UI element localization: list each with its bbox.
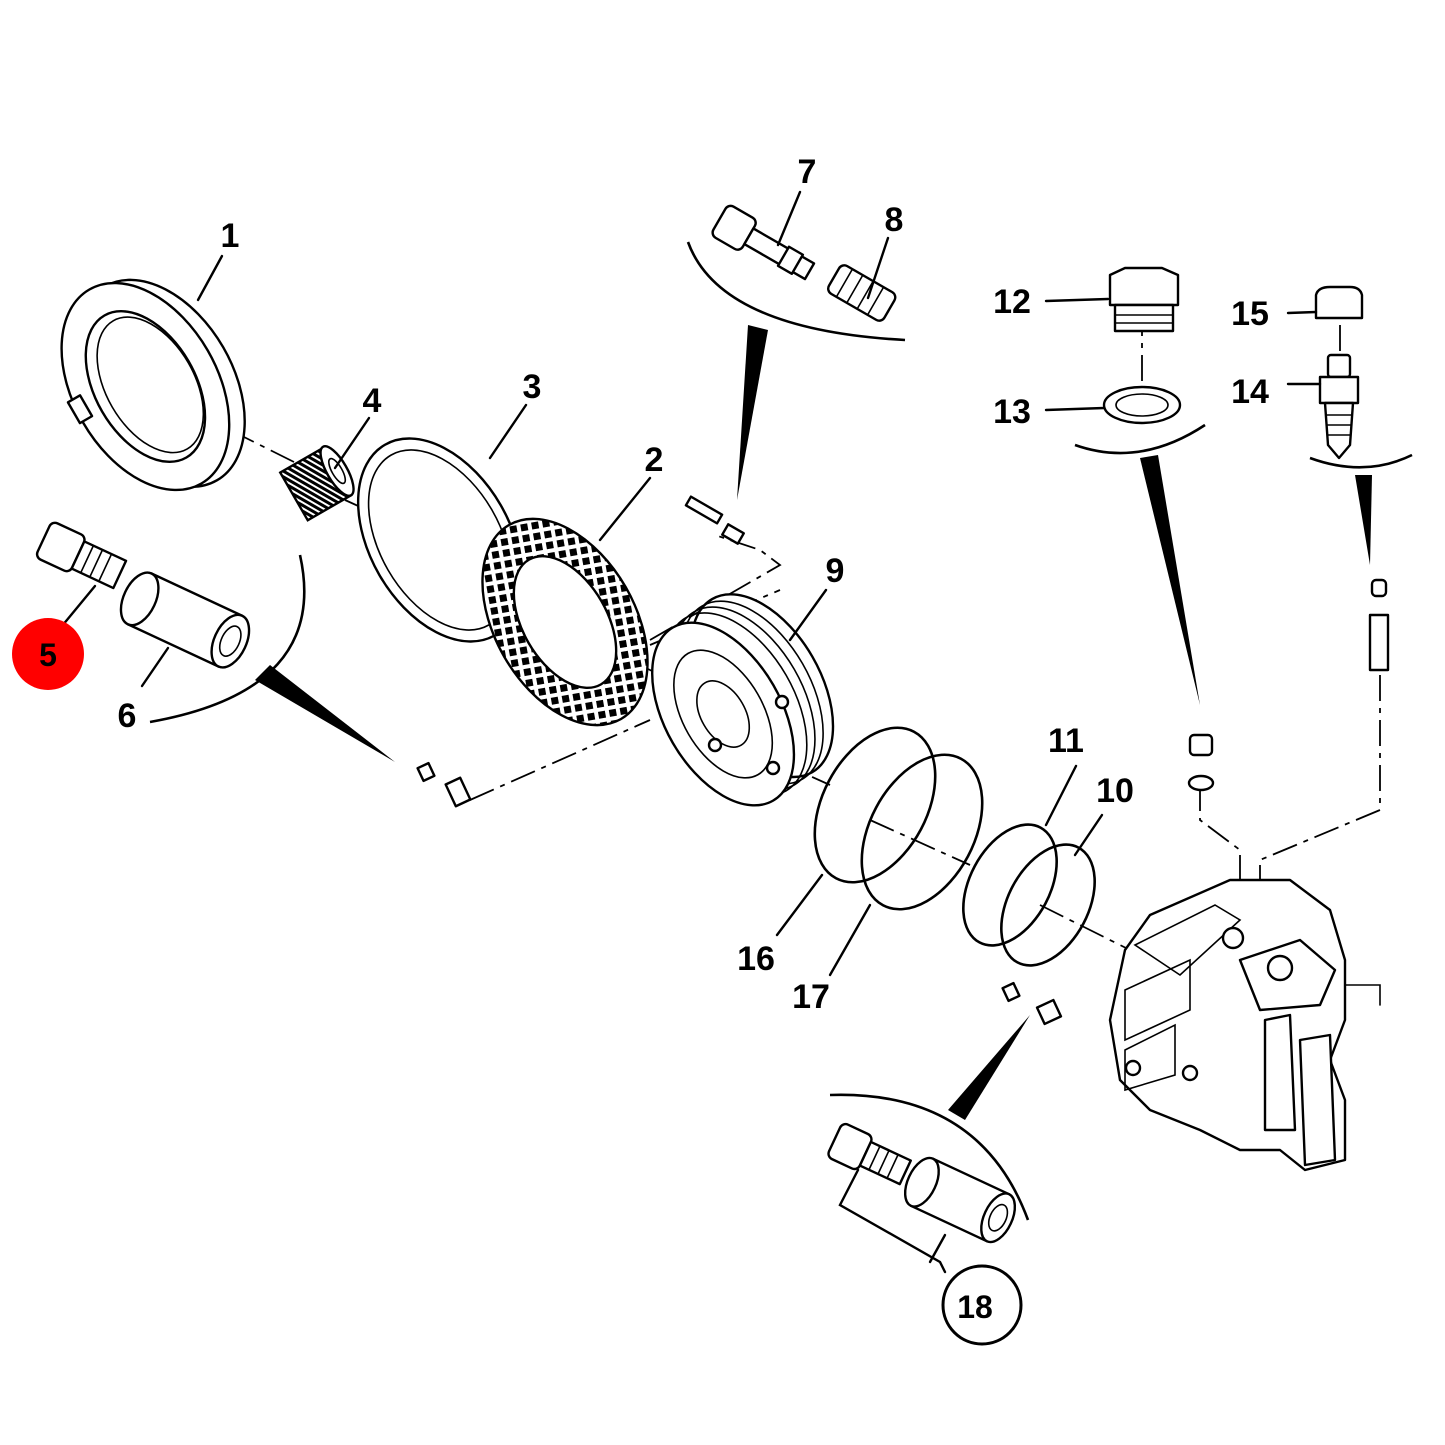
part-16-o-ring bbox=[813, 726, 937, 884]
callout-9[interactable]: 9 bbox=[826, 552, 845, 590]
callouts: 1 2 3 4 5 6 7 8 9 10 11 12 13 14 15 16 1… bbox=[12, 153, 1269, 1346]
part-17-o-ring bbox=[860, 753, 984, 911]
callout-6[interactable]: 6 bbox=[118, 697, 137, 735]
bolt-spacer-small-right bbox=[1001, 981, 1063, 1026]
small-valve-near-14 bbox=[1368, 578, 1390, 672]
brake-housing bbox=[1108, 878, 1381, 1172]
callout-18[interactable]: 18 bbox=[957, 1289, 993, 1325]
callout-11[interactable]: 11 bbox=[1048, 722, 1084, 760]
callout-7[interactable]: 7 bbox=[798, 153, 817, 191]
callout-10[interactable]: 10 bbox=[1096, 772, 1134, 810]
part-6-spacer bbox=[119, 571, 251, 669]
callout-18-ring[interactable] bbox=[941, 1264, 1023, 1346]
callout-15[interactable]: 15 bbox=[1231, 295, 1269, 333]
part-11-o-ring bbox=[962, 823, 1058, 947]
callout-16[interactable]: 16 bbox=[737, 940, 775, 978]
bolt-spacer-small-left bbox=[416, 761, 472, 808]
callout-1[interactable]: 1 bbox=[221, 217, 240, 255]
detail-view-12-13 bbox=[1074, 266, 1206, 705]
small-bolt-spring-near-7 bbox=[684, 495, 745, 545]
part-15-cap bbox=[1314, 285, 1364, 320]
callout-5-marker[interactable] bbox=[12, 618, 84, 690]
leader-lines bbox=[60, 190, 1322, 977]
detail-view-7-8 bbox=[686, 204, 906, 500]
callout-3[interactable]: 3 bbox=[523, 368, 542, 406]
part-14-bleeder bbox=[1318, 353, 1360, 460]
callout-5[interactable]: 5 bbox=[39, 637, 57, 673]
part-4-spline-bushing bbox=[278, 445, 355, 522]
callout-12[interactable]: 12 bbox=[993, 283, 1031, 321]
part-10-o-ring bbox=[1000, 843, 1096, 967]
callout-8[interactable]: 8 bbox=[885, 201, 904, 239]
part-5-bolt bbox=[35, 521, 128, 590]
callout-14[interactable]: 14 bbox=[1231, 373, 1269, 411]
callout-17[interactable]: 17 bbox=[792, 978, 830, 1016]
callout-13[interactable]: 13 bbox=[993, 393, 1031, 431]
part-2-friction-disc bbox=[481, 517, 649, 727]
part-13-washer bbox=[1102, 385, 1182, 425]
callout-5-highlight[interactable]: 5 bbox=[12, 618, 84, 690]
detail-view-14-15 bbox=[1309, 285, 1413, 565]
callout-18-circled[interactable]: 18 bbox=[941, 1264, 1023, 1346]
detail-view-5-6 bbox=[35, 521, 395, 762]
part-8-spring bbox=[827, 264, 897, 322]
detail-view-18 bbox=[827, 1015, 1030, 1274]
part-1-cover bbox=[60, 278, 246, 492]
part-12-plug bbox=[1108, 266, 1180, 333]
part-9-piston bbox=[650, 593, 835, 807]
small-plug-near-12 bbox=[1187, 733, 1215, 792]
part-7-bolt bbox=[711, 204, 816, 281]
callout-2[interactable]: 2 bbox=[645, 441, 664, 479]
part-18-spacer bbox=[903, 1156, 1017, 1244]
callout-4[interactable]: 4 bbox=[363, 382, 382, 420]
part-18-bolt bbox=[827, 1122, 912, 1186]
